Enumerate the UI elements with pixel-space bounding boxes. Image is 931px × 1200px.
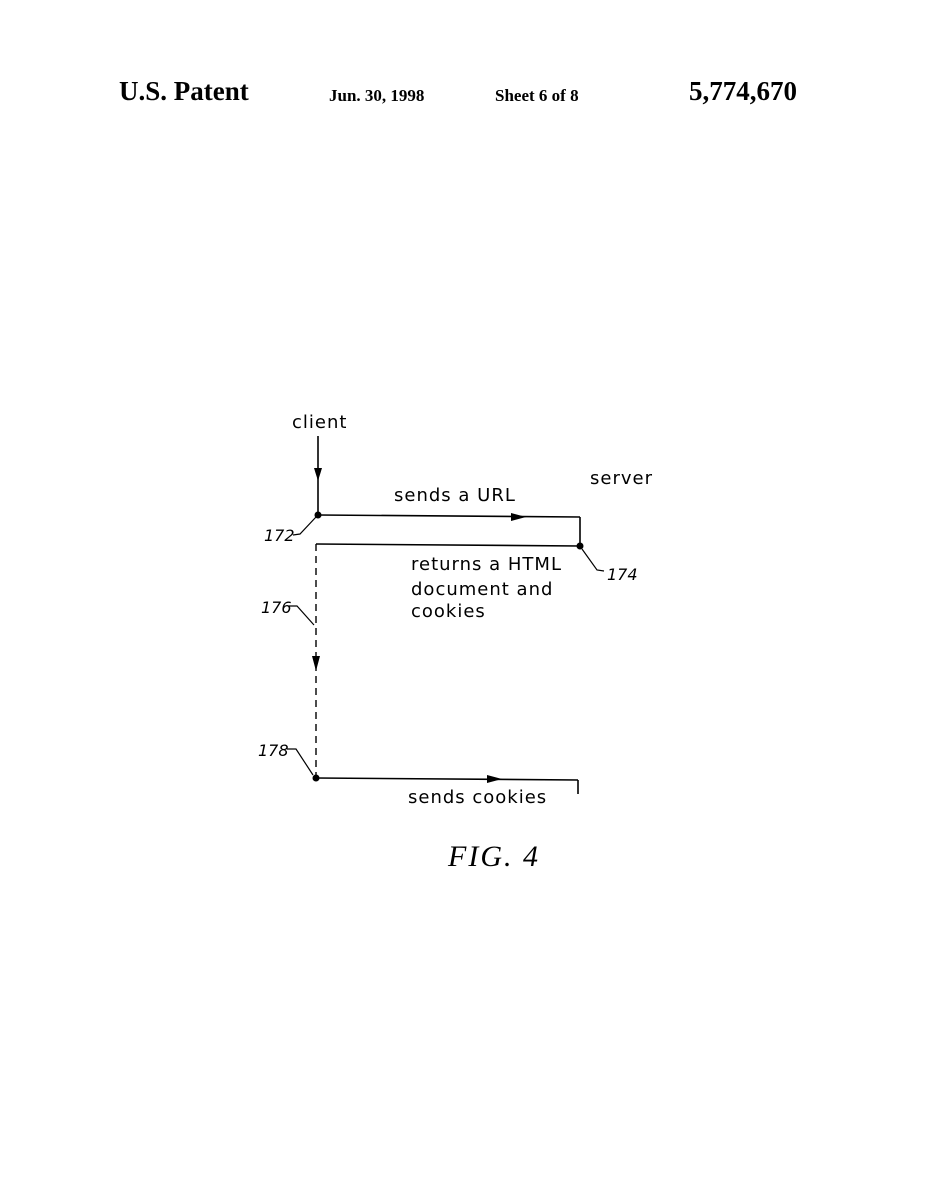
leader-178 — [287, 748, 314, 776]
sends-cookies-label: sends cookies — [408, 787, 547, 808]
right-arrow-icon — [511, 513, 526, 521]
returns-line-1: returns a HTML — [411, 554, 562, 575]
figure-caption: FIG. 4 — [447, 840, 540, 873]
down-arrow-icon — [314, 468, 322, 481]
ref-178: 178 — [258, 741, 289, 760]
ref-174: 174 — [607, 565, 638, 584]
leader-174 — [581, 548, 605, 572]
server-label: server — [590, 468, 653, 489]
leader-172 — [292, 516, 317, 536]
sends-url-label: sends a URL — [394, 485, 516, 506]
ref-172: 172 — [264, 526, 295, 545]
ref-176: 176 — [261, 598, 292, 617]
patent-number: 5,774,670 — [689, 76, 797, 106]
returns-line-2: document and — [411, 579, 553, 600]
patent-date: Jun. 30, 1998 — [329, 86, 425, 105]
cookies-send-line — [315, 777, 579, 781]
leader-176 — [289, 605, 315, 626]
dashed-down-arrow-icon — [312, 656, 320, 671]
sheet-number: Sheet 6 of 8 — [495, 86, 579, 105]
client-label: client — [292, 412, 347, 433]
patent-label: U.S. Patent — [119, 76, 249, 106]
cookies-right-arrow-icon — [487, 775, 502, 783]
returns-line-3: cookies — [411, 601, 486, 622]
url-request-line — [317, 514, 581, 518]
return-line — [315, 543, 581, 547]
